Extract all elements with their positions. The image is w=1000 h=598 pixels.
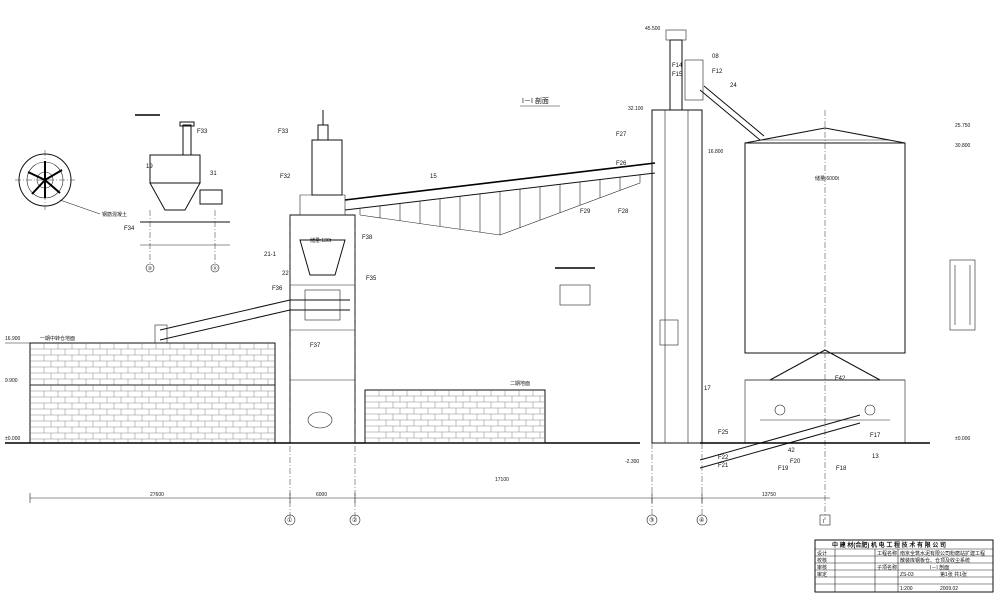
dim-3: 17100 [495, 477, 509, 483]
axis-3: ③ [649, 517, 654, 524]
field-check: 校核 [817, 557, 827, 564]
tag-f17: F17 [870, 433, 881, 439]
axis-a-small: Ⓐ [213, 265, 218, 272]
field-subitem-label: 子项名称 [877, 564, 897, 571]
note-mid: 二期地面 [510, 380, 530, 387]
company-name: 中 建 材(合肥) 机 电 工 程 技 术 有 限 公 司 [832, 541, 946, 549]
tag-08: 08 [712, 54, 719, 60]
project-name: 南京全筑水泥有限公司粉磨站扩建工程 [900, 550, 985, 557]
tag-f12: F12 [712, 69, 723, 75]
axis-i: I [823, 519, 824, 525]
tag-f34: F34 [124, 226, 135, 232]
tag-f36: F36 [272, 286, 283, 292]
axis-3-small: ③ [148, 266, 153, 272]
tower-one: ① ② F33 F32 21-1 22 F35 F38 储量:130t [264, 110, 377, 526]
field-review: 审核 [817, 564, 827, 571]
elev-tower-b: 16.800 [708, 149, 724, 155]
tag-f19: F19 [778, 466, 789, 472]
tag-f35: F35 [366, 276, 377, 282]
plan-view-circle: 钢筋混凝土 [15, 150, 127, 218]
field-design: 设计 [817, 550, 827, 557]
left-warehouse: 16.900 9.900 ±0.000 一期中转仓地面 [5, 335, 640, 444]
tag-17: 17 [704, 386, 711, 392]
tag-f42: F42 [835, 376, 846, 382]
tag-f25: F25 [718, 430, 729, 436]
elev-silo-top: 25.750 [955, 123, 971, 129]
field-project-label: 工程名称 [877, 550, 897, 557]
drawing-name: 散装库钢板仓、仓顶及收尘系统 [900, 557, 970, 564]
plan-note: 钢筋混凝土 [102, 211, 127, 218]
elev-left-mid: 9.900 [5, 378, 18, 384]
elev-silo-b: 30.800 [955, 143, 971, 149]
detail-center [555, 267, 595, 306]
axis-2: ② [352, 517, 357, 524]
tag-f33: F33 [197, 129, 208, 135]
tag-f32: F32 [280, 174, 291, 180]
tag-f28: F28 [618, 209, 629, 215]
elev-top-tower: 45.500 [645, 26, 661, 32]
note-left: 一期中转仓地面 [40, 335, 75, 342]
tag-f38: F38 [362, 235, 373, 241]
tag-f18: F18 [836, 466, 847, 472]
tag-f29: F29 [580, 209, 591, 215]
elev-left-top: 16.900 [5, 336, 21, 342]
section-title: I－I 剖面 [522, 96, 549, 105]
tag-24: 24 [730, 83, 737, 89]
steel-silo: I 储量:6000t F42 42 F20 F19 F18 F17 13 25.… [744, 110, 971, 526]
tag-f22: F22 [718, 455, 729, 461]
elev-left-ground: ±0.000 [5, 436, 20, 442]
elev-tower-a: 32.100 [628, 106, 644, 112]
bottom-conveyor [699, 414, 930, 469]
tag-22: 22 [282, 271, 289, 277]
tag-f14: F14 [672, 63, 683, 69]
tag-19a: 19 [146, 164, 153, 170]
tag-13: 13 [872, 454, 879, 460]
elev-tower-c: -2.300 [625, 459, 639, 465]
section-name: I－I 剖面 [930, 564, 949, 571]
tag-15: 15 [430, 174, 437, 180]
mid-warehouse: 二期地面 [364, 380, 546, 444]
tag-42: 42 [788, 448, 795, 454]
tag-f33b: F33 [278, 129, 289, 135]
tag-f20: F20 [790, 459, 801, 465]
date: 2009.02 [940, 586, 958, 592]
dim-4: 13750 [762, 492, 776, 498]
truss-conveyor: 15 F29 F28 [344, 162, 656, 236]
dimension-chain: 27600 6000 17100 13750 [29, 477, 830, 503]
tag-f21: F21 [718, 463, 729, 469]
tag-f15: F15 [672, 72, 683, 78]
side-view-collector: ③ Ⓐ F33 19 31 F34 [124, 114, 230, 273]
dim-2: 6000 [316, 492, 327, 498]
elevator-tower: ③ ④ F14 F15 F12 08 24 F27 F26 17 F25 F22… [616, 26, 765, 526]
tag-f26: F26 [616, 161, 627, 167]
tag-f37: F37 [310, 343, 321, 349]
scale: 1:200 [900, 586, 913, 592]
tag-31: 31 [210, 171, 217, 177]
lower-conveyor: F36 F37 [154, 286, 350, 349]
title-block: 中 建 材(合肥) 机 电 工 程 技 术 有 限 公 司 工程名称 南京全筑水… [814, 539, 994, 593]
tag-f27: F27 [616, 132, 627, 138]
silo-capacity: 储量:6000t [815, 175, 840, 182]
bin-capacity: 储量:130t [310, 237, 332, 244]
axis-1: ① [287, 517, 292, 524]
dim-1: 27600 [150, 492, 164, 498]
sheet-info: 第1张 共1张 [940, 571, 967, 578]
axis-4: ④ [699, 517, 704, 524]
tag-21-1: 21-1 [264, 252, 277, 258]
elev-silo-ground: ±0.000 [955, 436, 970, 442]
field-approve: 审定 [817, 571, 827, 578]
drawing-code: ZS-03 [900, 572, 914, 578]
detail-right [949, 259, 976, 331]
